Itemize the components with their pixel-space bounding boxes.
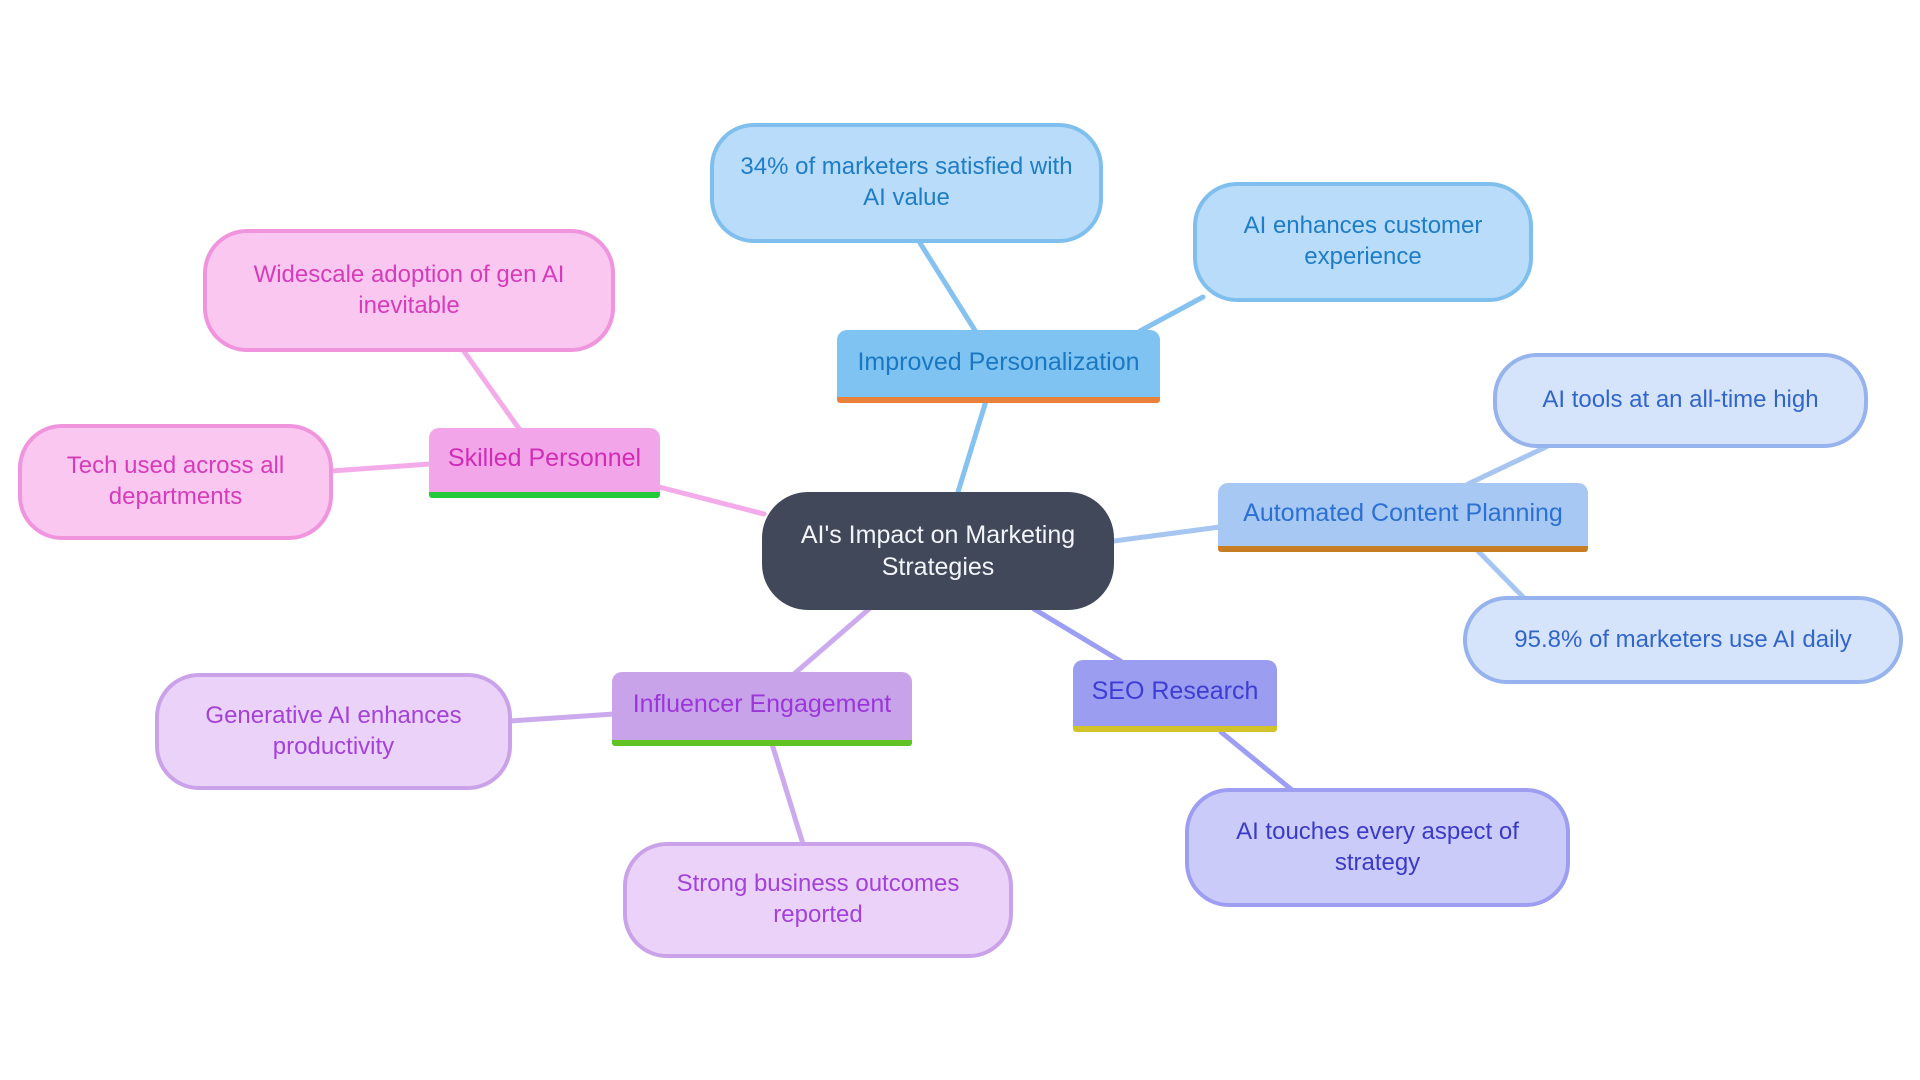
leaf-label: AI tools at an all-time high <box>1542 386 1819 414</box>
branch-node-influencer-engagement[interactable]: Influencer Engagement <box>612 672 912 746</box>
edge-personalization-experience <box>1137 294 1206 334</box>
edge-personalization-satisfied <box>917 240 979 335</box>
leaf-label: 95.8% of marketers use AI daily <box>1514 625 1852 653</box>
edge-seo-touches <box>1218 729 1295 793</box>
leaf-node-ai-tools-high[interactable]: AI tools at an all-time high <box>1493 353 1868 448</box>
leaf-node-marketers-satisfied[interactable]: 34% of marketers satisfied with AI value <box>710 123 1103 243</box>
leaf-label: Widescale adoption of gen AI inevitable <box>253 260 565 319</box>
leaf-label: Strong business outcomes reported <box>676 870 960 928</box>
branch-label: Automated Content Planning <box>1243 498 1563 527</box>
root-node-label: AI's Impact on Marketing Strategies <box>800 521 1076 581</box>
leaf-node-strong-outcomes[interactable]: Strong business outcomes reported <box>623 842 1013 958</box>
edge-root-influencer <box>791 606 872 677</box>
edge-influencer-strong <box>769 741 806 847</box>
edge-root-seo <box>1031 606 1125 665</box>
edge-root-skilled <box>656 484 767 517</box>
edge-content-daily <box>1475 548 1529 603</box>
leaf-node-tech-across-departments[interactable]: Tech used across all departments <box>18 424 333 540</box>
leaf-node-ai-touches-strategy[interactable]: AI touches every aspect of strategy <box>1185 788 1570 907</box>
leaf-label: AI enhances customer experience <box>1243 212 1483 270</box>
leaf-node-customer-experience[interactable]: AI enhances customer experience <box>1193 182 1533 302</box>
edge-skilled-widescale <box>460 347 523 433</box>
leaf-label: 34% of marketers satisfied with AI value <box>740 153 1073 211</box>
edge-content-tools <box>1465 443 1551 487</box>
edge-skilled-tech <box>328 461 433 474</box>
branch-label: Improved Personalization <box>857 347 1140 376</box>
edge-influencer-generative <box>507 711 617 724</box>
leaf-label: AI touches every aspect of strategy <box>1236 817 1519 876</box>
branch-label: SEO Research <box>1091 677 1259 705</box>
leaf-label: Generative AI enhances productivity <box>205 701 462 760</box>
leaf-node-generative-productivity[interactable]: Generative AI enhances productivity <box>155 673 512 790</box>
root-node[interactable]: AI's Impact on Marketing Strategies <box>762 492 1114 610</box>
branch-node-seo-research[interactable]: SEO Research <box>1073 660 1277 732</box>
leaf-label: Tech used across all departments <box>66 452 285 510</box>
branch-node-automated-content-planning[interactable]: Automated Content Planning <box>1218 483 1588 552</box>
branch-label: Influencer Engagement <box>632 690 892 718</box>
leaf-node-widescale-adoption[interactable]: Widescale adoption of gen AI inevitable <box>203 229 615 352</box>
branch-label: Skilled Personnel <box>447 444 642 472</box>
leaf-node-marketers-use-ai-daily[interactable]: 95.8% of marketers use AI daily <box>1463 596 1903 684</box>
edge-root-personalization <box>955 398 989 495</box>
branch-node-skilled-personnel[interactable]: Skilled Personnel <box>429 428 660 498</box>
edge-root-content <box>1111 524 1223 544</box>
branch-node-improved-personalization[interactable]: Improved Personalization <box>837 330 1160 403</box>
